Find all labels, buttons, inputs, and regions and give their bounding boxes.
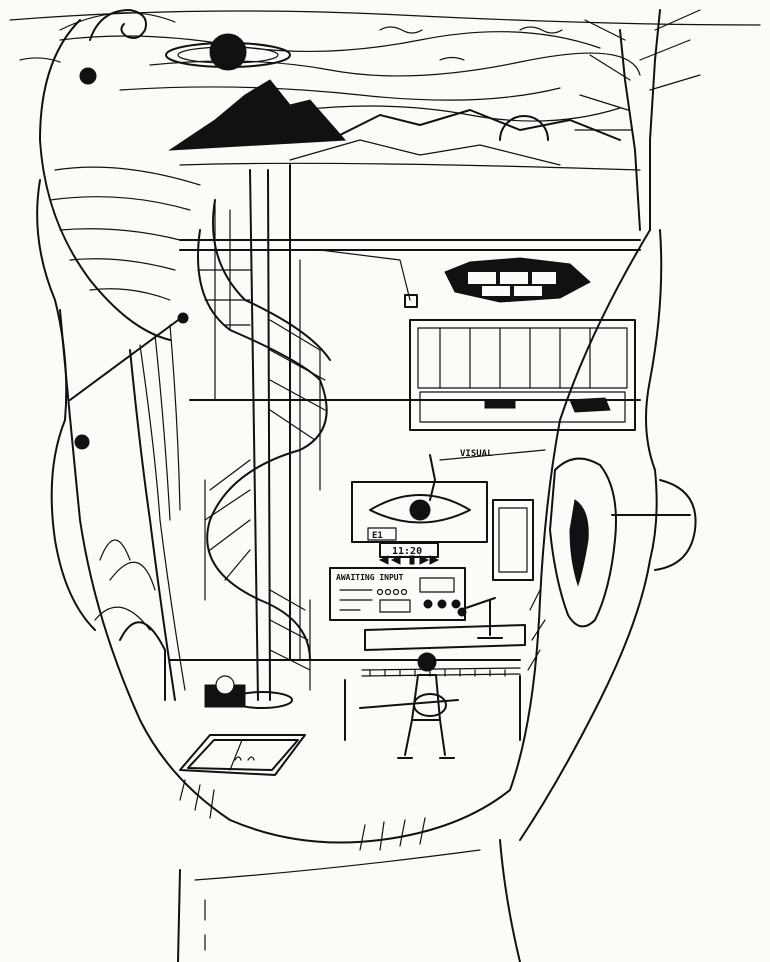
control-console: AWAITING INPUT [329, 567, 466, 621]
floor-hatch [179, 734, 306, 776]
spiral-galaxy [59, 9, 176, 41]
mountain-range [168, 79, 641, 171]
awaiting-input-label: AWAITING INPUT [336, 573, 404, 582]
spiral-staircase [197, 169, 331, 709]
potted-plant [94, 539, 166, 701]
screen-code-label: E1 [372, 531, 383, 541]
eye-monitor: E1 [351, 454, 488, 543]
clock-display: 11:20 [378, 542, 440, 565]
grass-hair [179, 589, 546, 851]
desk-keyboard [344, 624, 526, 741]
bare-tree [574, 9, 701, 231]
visual-label: VISUAL [460, 449, 493, 459]
ear [549, 457, 617, 628]
microphone-stand [457, 597, 503, 639]
record-player [204, 675, 246, 708]
head-outline [36, 179, 663, 962]
guitarist [359, 652, 459, 759]
broken-wall-bricks [444, 257, 591, 303]
control-room-window [409, 319, 636, 431]
clock-time: 11:20 [392, 546, 422, 557]
ringed-planet [165, 33, 291, 71]
wave-river [39, 19, 201, 341]
small-moon [79, 67, 97, 85]
curtain [69, 312, 189, 701]
glasses [611, 479, 697, 571]
room-walls [169, 164, 641, 661]
side-monitor [492, 499, 534, 581]
visual-cable: VISUAL [439, 449, 546, 461]
